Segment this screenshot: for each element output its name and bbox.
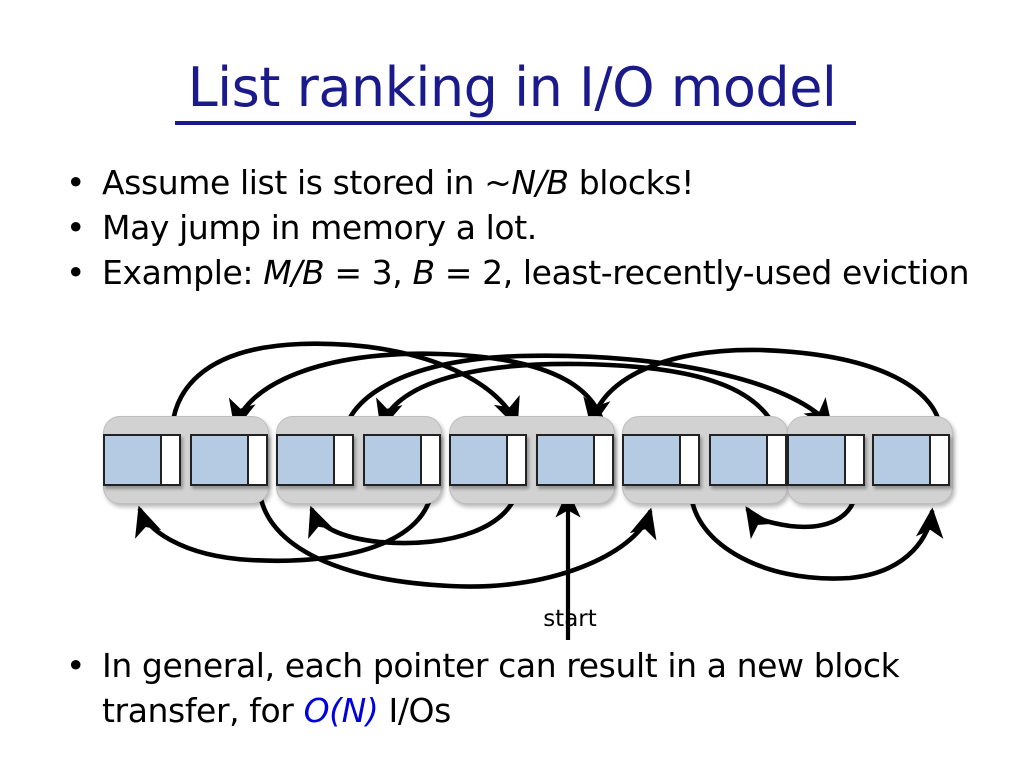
- list-node-pointer-cell: [768, 436, 785, 484]
- pointer-arrow: [169, 341, 520, 437]
- list-node: [363, 434, 441, 486]
- list-node: [622, 434, 700, 486]
- pointer-arrow: [583, 347, 944, 437]
- linked-list-block-diagram: [0, 330, 1024, 640]
- list-node-data-cell: [789, 436, 846, 484]
- title-underline: [175, 121, 856, 125]
- bullet-marker-icon: •: [66, 253, 86, 292]
- bullet-list-top: • Assume list is stored in ~N/B blocks! • M…: [58, 160, 978, 295]
- pointer-arrow: [376, 361, 781, 437]
- list-node-pointer-cell: [681, 436, 698, 484]
- list-node-pointer-cell: [335, 436, 352, 484]
- list-node: [190, 434, 268, 486]
- list-node-pointer-cell: [846, 436, 863, 484]
- bullet-assume: • Assume list is stored in ~N/B blocks!: [58, 160, 978, 205]
- list-node-pointer-cell: [931, 436, 948, 484]
- list-node-pointer-cell: [508, 436, 525, 484]
- list-node: [787, 434, 865, 486]
- list-node: [536, 434, 614, 486]
- page-title: List ranking in I/O model: [187, 56, 837, 119]
- list-node-data-cell: [624, 436, 681, 484]
- start-label: start: [543, 606, 597, 632]
- list-node-data-cell: [451, 436, 508, 484]
- bullet-list-bottom: • In general, each pointer can result in …: [58, 643, 978, 733]
- bullet-jump-text: May jump in memory a lot.: [102, 208, 537, 247]
- bullet-jump: • May jump in memory a lot.: [58, 205, 978, 250]
- pointer-arrow: [745, 483, 859, 540]
- list-node: [276, 434, 354, 486]
- list-node-pointer-cell: [162, 436, 179, 484]
- bullet-ingeneral-text: In general, each pointer can result in a…: [102, 646, 900, 730]
- bullet-marker-icon: •: [66, 208, 86, 247]
- list-node-pointer-cell: [422, 436, 439, 484]
- bullet-example-text: Example: M/B = 3, B = 2, least-recently-…: [102, 253, 970, 292]
- list-node: [872, 434, 950, 486]
- pointer-arrow: [688, 483, 944, 581]
- list-node-data-cell: [105, 436, 162, 484]
- list-node-pointer-cell: [249, 436, 266, 484]
- list-node-data-cell: [711, 436, 768, 484]
- bullet-ingeneral: • In general, each pointer can result in …: [58, 643, 978, 733]
- list-node: [103, 434, 181, 486]
- list-node: [449, 434, 527, 486]
- bullet-marker-icon: •: [66, 646, 86, 685]
- pointer-arrow: [256, 483, 657, 589]
- list-node-data-cell: [278, 436, 335, 484]
- bullet-example: • Example: M/B = 3, B = 2, least-recently…: [58, 250, 978, 295]
- memory-blocks-layer: [0, 330, 1024, 640]
- list-node-data-cell: [874, 436, 931, 484]
- pointer-arrow: [342, 353, 833, 437]
- bullet-assume-text: Assume list is stored in ~N/B blocks!: [102, 163, 694, 202]
- list-node-data-cell: [192, 436, 249, 484]
- list-node-data-cell: [538, 436, 595, 484]
- list-node-pointer-cell: [595, 436, 612, 484]
- pointer-arrow: [135, 483, 435, 564]
- pointer-arrow-layer: [135, 341, 944, 640]
- list-node-data-cell: [365, 436, 422, 484]
- bullet-marker-icon: •: [66, 163, 86, 202]
- list-node: [709, 434, 787, 486]
- pointer-arrow: [308, 483, 521, 546]
